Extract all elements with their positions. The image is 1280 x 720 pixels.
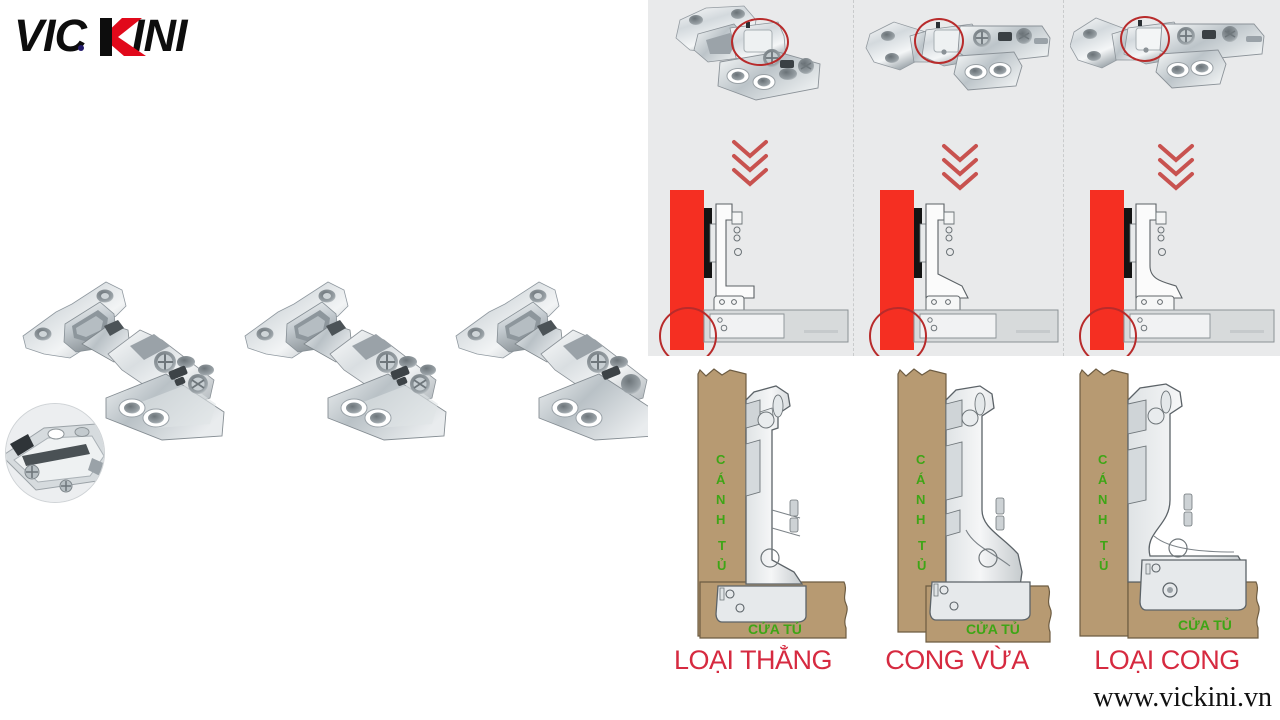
comparison-column-straight	[648, 0, 853, 365]
door-panel-red	[670, 190, 704, 350]
hinge-photo-1	[10, 258, 225, 448]
column-divider-2	[1063, 0, 1064, 356]
hinge-base-plate	[1139, 559, 1247, 611]
highlight-circle-medium	[914, 18, 964, 64]
highlight-circle-curved	[1120, 16, 1170, 62]
svg-text:Á: Á	[716, 472, 726, 487]
door-panel-red	[1090, 190, 1124, 350]
svg-text:T: T	[718, 538, 726, 553]
product-photo-panel: VIC INI	[5, 10, 648, 503]
base-label-cua-tu: CỬA TỦ	[748, 620, 802, 637]
column-divider-1	[853, 0, 854, 356]
svg-text:H: H	[716, 512, 725, 527]
svg-text:Á: Á	[1098, 472, 1108, 487]
hinge-photo-2	[232, 258, 447, 448]
svg-text:T: T	[918, 538, 926, 553]
hinge-section-diagram-straight	[658, 190, 853, 365]
wood-panel-vertical	[897, 368, 947, 633]
brand-logo: VIC INI	[14, 10, 244, 61]
logo-text-before: VIC	[14, 12, 89, 60]
wood-panel-vertical	[1079, 368, 1129, 637]
hinge-comparison-panel	[648, 0, 1280, 365]
logo-dot-icon	[78, 45, 84, 51]
svg-text:Ủ: Ủ	[717, 558, 726, 573]
svg-text:T: T	[1100, 538, 1108, 553]
highlight-circle-straight	[731, 18, 789, 66]
chevron-down-triple-icon-medium	[930, 140, 990, 192]
hinge-photo-3	[443, 258, 648, 448]
hinge-topview-photo-curved	[1069, 4, 1275, 129]
svg-text:Á: Á	[916, 472, 926, 487]
comparison-column-medium-curve	[854, 0, 1063, 365]
hinge-body-curved	[1127, 383, 1245, 583]
hinge-section-diagram-curved	[1078, 190, 1278, 365]
type-label-medium: CONG VỪA	[885, 645, 1029, 675]
install-diagram-medium: C Á N H T Ủ CỬA TỦ	[870, 360, 1080, 650]
svg-text:C: C	[1098, 452, 1108, 467]
svg-text:H: H	[916, 512, 925, 527]
installation-diagram-row: C Á N H T Ủ CỬA TỦ	[648, 356, 1280, 720]
install-diagram-straight: C Á N H T Ủ CỬA TỦ	[666, 360, 876, 650]
base-label-cua-tu: CỬA TỦ	[966, 620, 1020, 637]
hinge-mechanism-detail	[5, 403, 105, 503]
svg-text:N: N	[1098, 492, 1107, 507]
svg-text:N: N	[916, 492, 925, 507]
type-label-curved: LOẠI CONG	[1094, 645, 1240, 675]
door-panel-red	[880, 190, 914, 350]
hinge-base-plate	[929, 581, 1031, 621]
svg-text:H: H	[1098, 512, 1107, 527]
chevron-down-triple-icon-curved	[1146, 140, 1206, 192]
svg-text:C: C	[916, 452, 926, 467]
svg-text:N: N	[716, 492, 725, 507]
hinge-body-straight	[745, 385, 804, 585]
panel-label-letter: C	[716, 452, 726, 467]
svg-text:Ủ: Ủ	[1099, 558, 1108, 573]
hinge-topview-photo-medium	[864, 4, 1059, 129]
base-label-cua-tu: CỬA TỦ	[1178, 616, 1232, 633]
install-diagram-curved: C Á N H T Ủ CỬA TỦ	[1066, 360, 1276, 650]
hinge-section-diagram-medium	[868, 190, 1063, 365]
logo-text-after: INI	[132, 12, 189, 60]
hinge-base-plate	[715, 585, 807, 623]
hinge-body-medium	[945, 385, 1023, 587]
chevron-down-triple-icon-straight	[720, 136, 780, 188]
type-label-straight: LOẠI THẲNG	[673, 645, 833, 675]
logo-k-accent-icon	[100, 18, 146, 56]
svg-text:Ủ: Ủ	[917, 558, 926, 573]
comparison-column-full-curve	[1064, 0, 1280, 365]
website-url: www.vickini.vn	[1093, 682, 1272, 713]
